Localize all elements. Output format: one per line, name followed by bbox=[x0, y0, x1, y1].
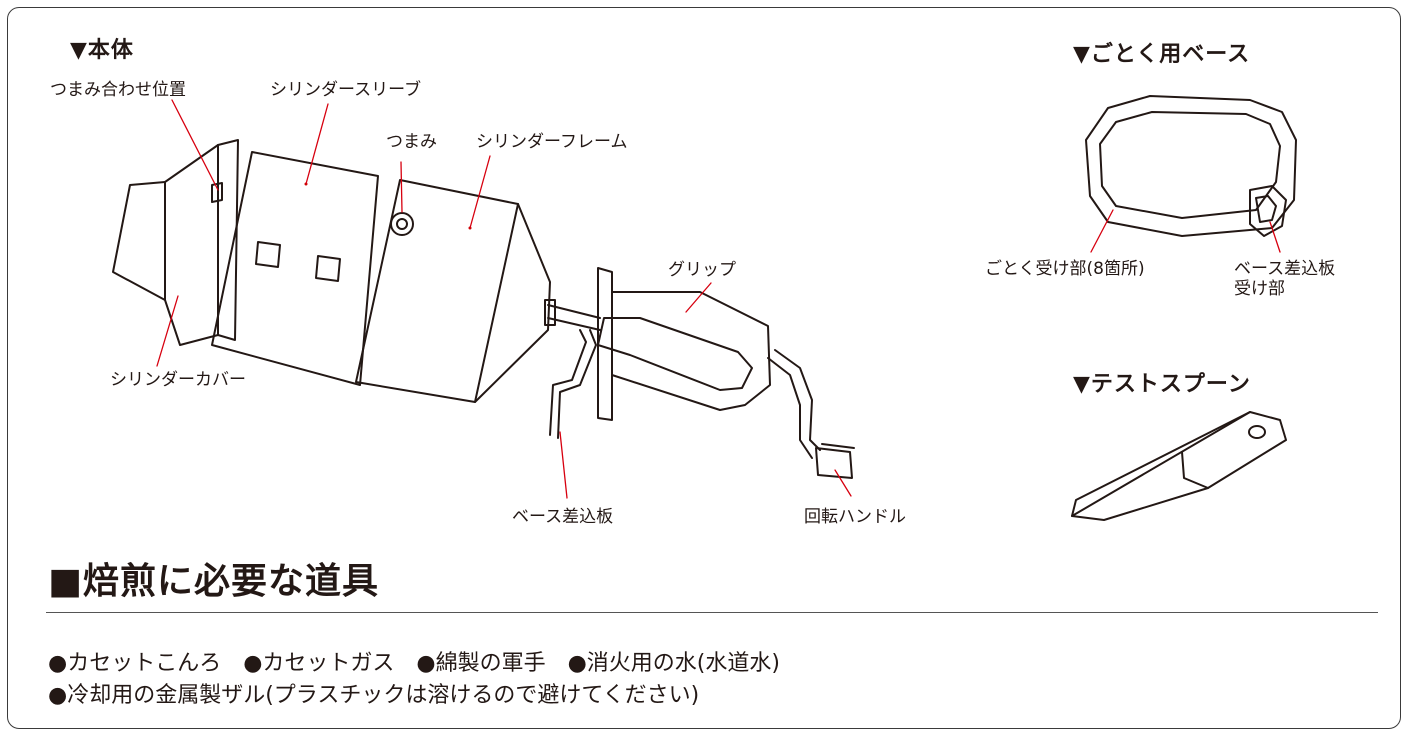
test-spoon-drawing bbox=[1071, 411, 1287, 521]
label-base-insert-plate: ベース差込板 bbox=[512, 507, 614, 527]
gotoku-base-drawing bbox=[1085, 95, 1297, 237]
heading-body: ▼本体 bbox=[70, 38, 134, 63]
tools-line-1: ●カセットこんろ ●カセットガス ●綿製の軍手 ●消火用の水(水道水) bbox=[48, 651, 780, 676]
heading-gotoku-base: ▼ごとく用ベース bbox=[1073, 42, 1251, 67]
label-base-plate-receiver: ベース差込板 受け部 bbox=[1234, 259, 1335, 300]
section-title: ■焙煎に必要な道具 bbox=[48, 561, 380, 602]
tools-line-2: ●冷却用の金属製ザル(プラスチックは溶けるので避けてください) bbox=[48, 683, 700, 708]
label-knob-position: つまみ合わせ位置 bbox=[50, 80, 186, 100]
heading-test-spoon: ▼テストスプーン bbox=[1073, 372, 1251, 397]
label-gotoku-receiver: ごとく受け部(8箇所) bbox=[985, 259, 1145, 279]
label-rotary-handle: 回転ハンドル bbox=[804, 507, 906, 527]
cylinder-sleeve-drawing bbox=[211, 151, 379, 386]
label-cylinder-frame: シリンダーフレーム bbox=[476, 132, 628, 152]
tools-list: ●カセットこんろ ●カセットガス ●綿製の軍手 ●消火用の水(水道水) ●冷却用… bbox=[48, 648, 780, 712]
section-divider bbox=[46, 612, 1378, 613]
outer-frame bbox=[7, 7, 1401, 729]
label-knob: つまみ bbox=[386, 132, 437, 152]
rotary-handle-drawing bbox=[767, 349, 855, 479]
label-cylinder-cover: シリンダーカバー bbox=[110, 370, 246, 390]
label-base-plate-receiver-line1: ベース差込板 bbox=[1234, 259, 1336, 279]
leader-lines bbox=[156, 99, 1281, 499]
cylinder-frame-drawing bbox=[355, 179, 551, 403]
grip-drawing bbox=[544, 267, 771, 439]
label-grip: グリップ bbox=[668, 260, 736, 280]
cylinder-cover-drawing bbox=[112, 139, 239, 346]
label-cylinder-sleeve: シリンダースリーブ bbox=[270, 80, 422, 100]
label-base-plate-receiver-line2: 受け部 bbox=[1234, 279, 1285, 300]
